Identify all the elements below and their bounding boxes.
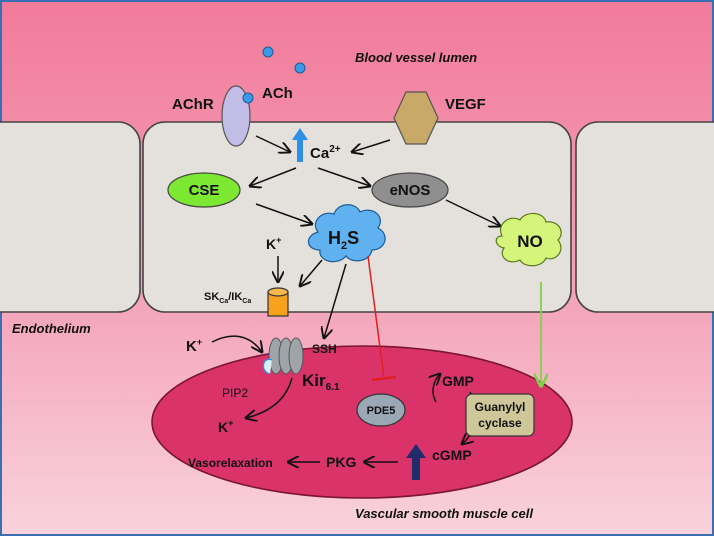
ssh-label: SSH: [312, 342, 337, 356]
pkg-label: PKG: [326, 454, 356, 470]
pip2-binding-icon: [262, 358, 273, 375]
achr-label: AChR: [172, 96, 214, 113]
ach-label: ACh: [262, 85, 293, 102]
h2s-molecule: [307, 204, 386, 263]
arrow-kir-to-k-out: [246, 377, 293, 418]
cse-label: CSE: [189, 182, 220, 199]
ach-molecule-dot: [294, 62, 306, 74]
arrow-cgmp-to-gmp: [433, 374, 440, 403]
guanylyl-cyclase-box: [465, 393, 535, 437]
enos-label: eNOS: [390, 182, 431, 199]
smooth-muscle-label: Vascular smooth muscle cell: [355, 506, 533, 521]
inhibition-h2s-pde5: [367, 255, 385, 379]
arrow-enos-to-no: [445, 199, 500, 226]
vasorelaxation-label: Vasorelaxation: [188, 456, 273, 470]
arrow-ca-to-enos: [317, 167, 370, 186]
no-label: NO: [517, 232, 543, 251]
arrow-h2s-to-ssh: [324, 263, 347, 338]
endothelial-cell-left: [0, 121, 141, 313]
ca-increase-arrow-shaft: [297, 140, 303, 162]
guanylyl-label-1: Guanylyl: [475, 400, 526, 414]
k-ion-left-label: K+: [186, 337, 202, 355]
pip2-label: PIP2: [222, 386, 248, 400]
ach-bound-dot: [242, 92, 254, 104]
arrow-ca-to-cse: [250, 167, 297, 186]
kir-label: Kir6.1: [302, 371, 340, 393]
cse-enzyme: [167, 172, 241, 208]
inhibition-bar: [371, 375, 397, 382]
h2s-label: H2S: [328, 228, 359, 252]
gmp-label: GMP: [442, 373, 474, 389]
pde5-enzyme: [356, 393, 406, 427]
arrow-achr-to-ca: [255, 135, 290, 152]
arrow-cse-to-h2s: [255, 203, 312, 224]
arrow-h2s-to-skca: [300, 259, 323, 286]
enos-enzyme: [371, 172, 449, 208]
cgmp-increase-arrow-icon: [406, 444, 426, 480]
skca-ikca-label: SKCa/IKCa: [204, 291, 251, 305]
no-molecule: [495, 212, 562, 267]
kir61-channel: [268, 337, 304, 375]
arrow-k-to-kir: [211, 335, 262, 352]
achr-receptor: [221, 85, 251, 147]
guanylyl-label-2: cyclase: [478, 416, 522, 430]
k-ion-top-label: K+: [266, 235, 281, 252]
skca-ikca-channel: [267, 287, 289, 317]
k-ion-out-label: K+: [218, 418, 233, 435]
cgmp-label: cGMP: [432, 447, 472, 463]
arrow-vegf-to-ca: [352, 139, 391, 152]
ca-label: Ca2+: [310, 144, 341, 162]
ca-increase-arrow-icon: [292, 128, 308, 150]
smooth-muscle-cell: [151, 345, 573, 499]
endothelial-cell-right: [575, 121, 714, 313]
endothelium-label: Endothelium: [12, 321, 91, 336]
vegf-receptor: [393, 91, 439, 145]
ach-molecule-dot: [262, 46, 274, 58]
lumen-label: Blood vessel lumen: [355, 50, 477, 65]
vegf-label: VEGF: [445, 96, 486, 113]
pde5-label: PDE5: [367, 405, 396, 417]
